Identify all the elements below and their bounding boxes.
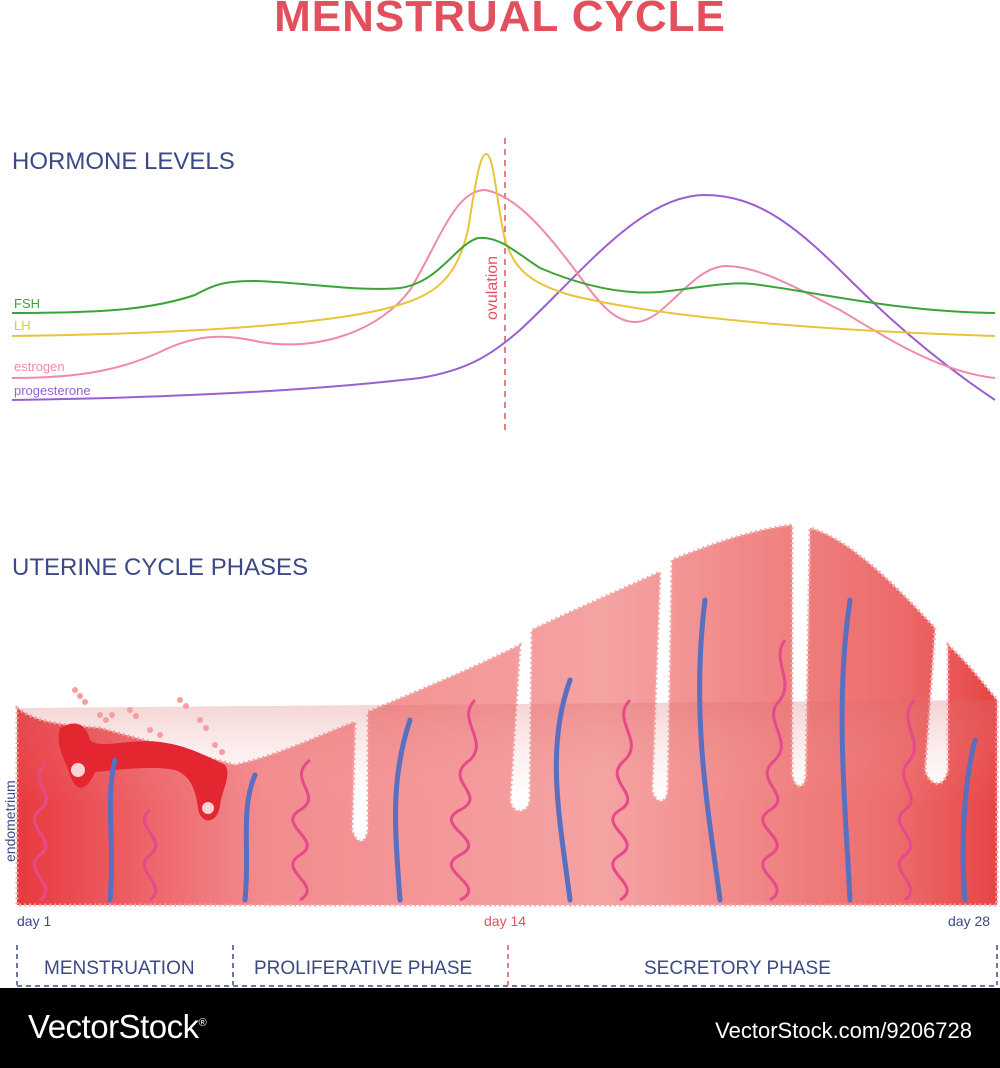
endometrium-illustration [15,523,999,907]
legend-lh: LH [14,318,31,333]
day-1-label: day 1 [17,913,52,929]
menstrual-blood [58,723,228,821]
stock-id: VectorStock.com/9206728 [715,1018,972,1043]
uterine-phases-title: UTERINE CYCLE PHASES [12,554,309,581]
progesterone-curve [11,193,996,401]
shed-cells [72,687,225,755]
brand-logo: VectorStock® [28,1008,207,1046]
fsh-curve [11,236,996,314]
hormone-levels-title: HORMONE LEVELS [12,148,235,175]
brand-text: VectorStock [28,1008,199,1045]
blood-vessels [107,597,978,903]
legend-estrogen: estrogen [14,359,65,374]
day-28-label: day 28 [948,913,991,929]
spiral-arteries [32,639,917,902]
page-title: MENSTRUAL CYCLE [274,0,726,41]
footer-bar [0,988,1000,1068]
legend-fsh: FSH [14,296,40,311]
day-14-label: day 14 [484,913,527,929]
registered-mark: ® [198,1017,207,1029]
phase-proliferative: PROLIFERATIVE PHASE [254,958,473,979]
estrogen-curve [11,188,996,379]
phase-menstruation: MENSTRUATION [44,958,195,979]
phase-secretory: SECRETORY PHASE [644,958,831,979]
hormone-curves [11,138,996,435]
phase-brackets [16,945,998,987]
legend-progesterone: progesterone [14,383,91,398]
lh-curve [11,152,996,337]
